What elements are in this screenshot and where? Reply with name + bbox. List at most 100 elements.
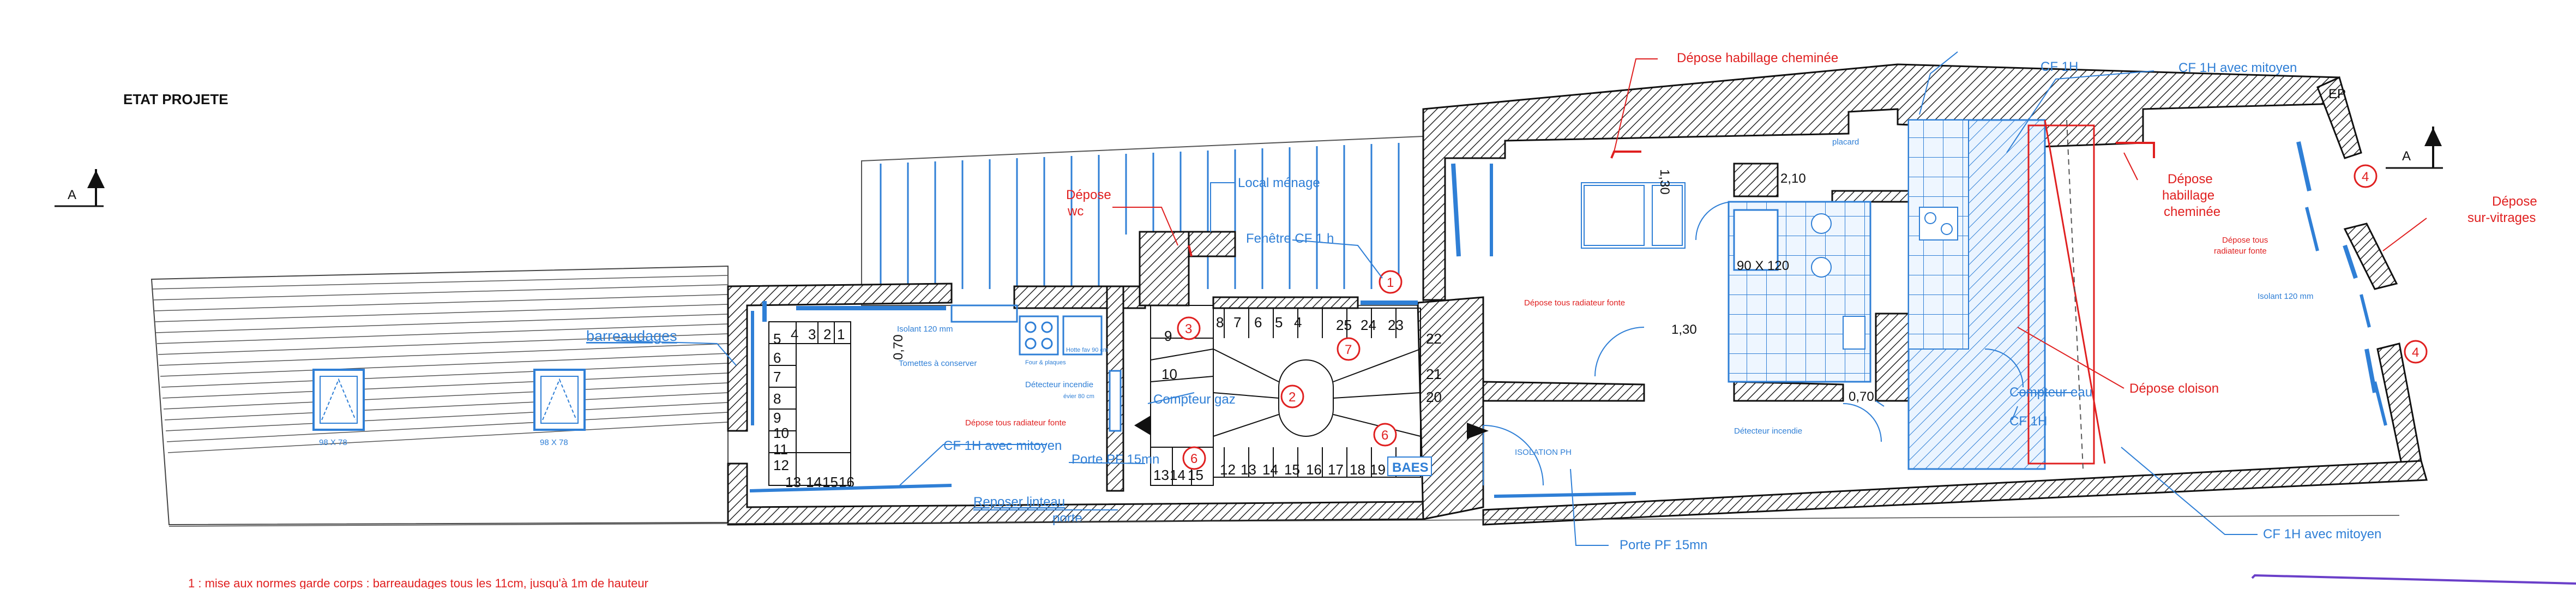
- callout-marker-numbers: 1 2 3 4 4 6 6 7: [1185, 170, 2419, 466]
- svg-text:6: 6: [773, 350, 781, 366]
- svg-text:9: 9: [1164, 328, 1172, 344]
- svg-text:21: 21: [1426, 366, 1442, 382]
- svg-text:Dépose: Dépose: [2492, 194, 2537, 209]
- svg-text:CF 1H avec mitoyen: CF 1H avec mitoyen: [2263, 527, 2381, 542]
- svg-text:13: 13: [785, 474, 801, 490]
- svg-text:radiateur fonte: radiateur fonte: [2214, 247, 2267, 256]
- svg-text:Dépose tous: Dépose tous: [2222, 236, 2268, 245]
- red-leader-lines: [1112, 58, 2427, 389]
- svg-text:Détecteur incendie: Détecteur incendie: [1734, 426, 1802, 436]
- svg-text:1,30: 1,30: [1671, 322, 1697, 337]
- svg-text:18: 18: [1350, 461, 1365, 478]
- svg-text:CF 1H avec mitoyen: CF 1H avec mitoyen: [943, 438, 1062, 453]
- svg-text:4: 4: [2362, 170, 2369, 184]
- svg-text:barreaudages: barreaudages: [586, 328, 677, 344]
- svg-text:CF 1H: CF 1H: [2041, 59, 2078, 74]
- frame-bottom-line: [168, 515, 2400, 527]
- svg-text:6: 6: [1381, 428, 1388, 443]
- svg-text:10: 10: [1161, 366, 1177, 382]
- svg-text:CF 1H avec mitoyen: CF 1H avec mitoyen: [2178, 61, 2297, 75]
- leader-lines: [616, 51, 2258, 546]
- svg-text:Détecteur incendie: Détecteur incendie: [1025, 380, 1093, 389]
- svg-text:placard: placard: [1832, 137, 1859, 147]
- kitchen-zone: [1907, 119, 2106, 470]
- section-mark-right: A: [2386, 127, 2443, 169]
- svg-text:Dépose cloison: Dépose cloison: [2129, 381, 2219, 396]
- svg-text:23: 23: [1388, 317, 1404, 333]
- svg-text:Isolant 120 mm: Isolant 120 mm: [2258, 292, 2314, 301]
- title-block-corner: [2251, 574, 2576, 585]
- svg-text:20: 20: [1426, 389, 1442, 405]
- svg-text:A: A: [68, 188, 76, 202]
- svg-text:Dépose habillage cheminée: Dépose habillage cheminée: [1677, 51, 1838, 65]
- skylight-2: 98 X 78: [533, 369, 586, 447]
- svg-text:ISOLATION PH: ISOLATION PH: [1515, 448, 1572, 457]
- svg-text:2: 2: [1289, 390, 1296, 405]
- svg-text:0,70: 0,70: [1849, 389, 1874, 404]
- svg-text:porte: porte: [1052, 511, 1082, 526]
- svg-text:7: 7: [773, 369, 781, 385]
- section-mark-left: A: [55, 169, 105, 207]
- svg-text:5: 5: [773, 330, 781, 347]
- kitchenette-left: [950, 304, 1122, 432]
- svg-text:8: 8: [1216, 314, 1224, 330]
- svg-text:8: 8: [773, 390, 781, 407]
- stair-arrow-left: [1134, 416, 1151, 435]
- svg-text:Four & plaques: Four & plaques: [1025, 359, 1066, 366]
- stair-main: [1213, 308, 1421, 478]
- walls: [727, 63, 2428, 526]
- svg-text:Tomettes à conserver: Tomettes à conserver: [899, 359, 977, 368]
- svg-text:Dépose tous radiateur fonte: Dépose tous radiateur fonte: [965, 418, 1066, 428]
- svg-text:13: 13: [1153, 467, 1169, 483]
- svg-text:Compteur gaz: Compteur gaz: [1153, 392, 1236, 407]
- svg-text:3: 3: [1185, 322, 1192, 336]
- svg-text:22: 22: [1426, 330, 1442, 347]
- footer-note: 1 : mise aux normes garde corps : barrea…: [188, 576, 648, 589]
- svg-text:25: 25: [1336, 317, 1352, 333]
- windows: [762, 141, 2377, 393]
- svg-text:98 X 78: 98 X 78: [540, 438, 568, 447]
- svg-text:sur-vitrages: sur-vitrages: [2467, 211, 2536, 225]
- baes-box: [1387, 456, 1432, 476]
- svg-text:CF 1H: CF 1H: [2009, 414, 2047, 429]
- svg-text:Dépose: Dépose: [1066, 188, 1111, 202]
- svg-text:Porte PF 15mn: Porte PF 15mn: [1620, 538, 1707, 552]
- svg-text:24: 24: [1361, 317, 1376, 333]
- svg-text:9: 9: [773, 410, 781, 426]
- svg-text:11: 11: [773, 441, 788, 458]
- stair-left: [768, 321, 851, 486]
- svg-text:Fenêtre CF 1 h: Fenêtre CF 1 h: [1246, 231, 1334, 246]
- svg-text:5: 5: [1275, 314, 1283, 330]
- svg-text:90 X 120: 90 X 120: [1737, 259, 1789, 273]
- svg-text:2,10: 2,10: [1780, 171, 1806, 186]
- svg-text:10: 10: [773, 425, 789, 441]
- svg-text:12: 12: [1220, 461, 1236, 478]
- doors: [1483, 201, 2024, 486]
- bed: [1581, 182, 1686, 249]
- skylight-1: 98 X 78: [312, 369, 365, 447]
- svg-text:Dépose: Dépose: [2168, 172, 2213, 187]
- roof-upper: [861, 135, 1424, 306]
- svg-text:15: 15: [1284, 461, 1300, 478]
- svg-text:16: 16: [1306, 461, 1322, 478]
- svg-text:évier 80 cm: évier 80 cm: [1063, 393, 1094, 400]
- svg-text:1: 1: [837, 326, 845, 342]
- svg-text:Hotte fav 90 cm: Hotte fav 90 cm: [1066, 347, 1108, 353]
- svg-text:98 X 78: 98 X 78: [319, 438, 347, 447]
- svg-text:6: 6: [1190, 452, 1197, 466]
- svg-text:1,30: 1,30: [1657, 169, 1672, 195]
- callout-markers: [1177, 164, 2428, 470]
- svg-text:14: 14: [1262, 461, 1278, 478]
- svg-text:BAES: BAES: [1392, 460, 1429, 475]
- svg-text:1: 1: [1387, 275, 1394, 290]
- svg-text:Isolant 120 mm: Isolant 120 mm: [897, 324, 953, 334]
- svg-text:4: 4: [791, 326, 798, 342]
- svg-text:14: 14: [1170, 467, 1185, 483]
- svg-text:wc: wc: [1067, 204, 1084, 219]
- svg-text:Dépose tous radiateur fonte: Dépose tous radiateur fonte: [1524, 298, 1625, 308]
- svg-text:6: 6: [1254, 314, 1262, 330]
- svg-text:4: 4: [1294, 314, 1302, 330]
- svg-text:habillage: habillage: [2162, 188, 2214, 203]
- svg-text:2: 2: [823, 326, 831, 342]
